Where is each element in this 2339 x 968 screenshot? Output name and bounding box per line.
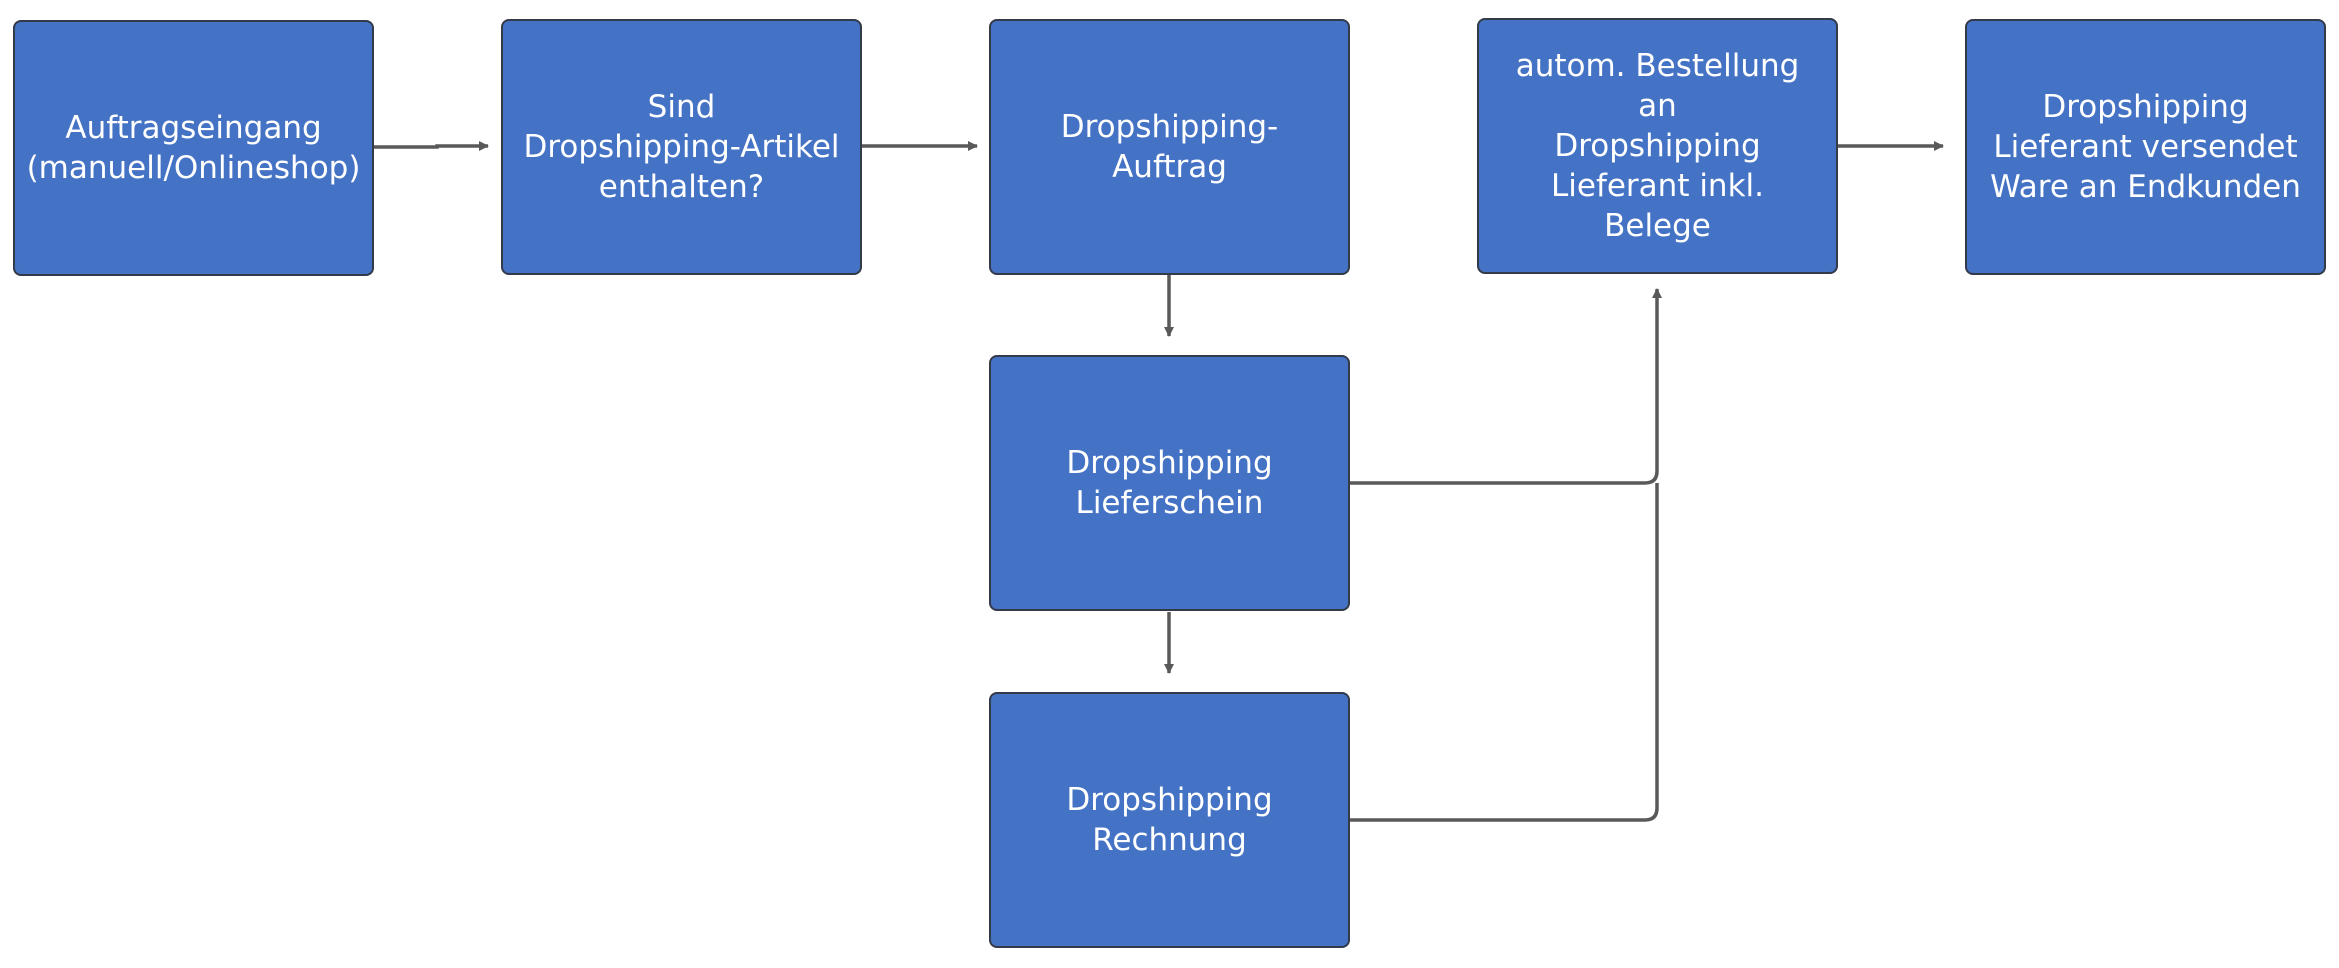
node-pruefung-dropshipping-artikel: Sind Dropshipping-Artikel enthalten? xyxy=(501,19,862,275)
node-dropshipping-rechnung: Dropshipping Rechnung xyxy=(989,692,1350,948)
node-auftragseingang-label: Auftragseingang (manuell/Onlineshop) xyxy=(26,110,361,186)
node-dropshipping-auftrag-label: Dropshipping-Auftrag xyxy=(1060,109,1279,185)
node-dropshipping-lieferschein-label: Dropshipping Lieferschein xyxy=(1066,445,1273,521)
connector-lieferschein-to-bestellung xyxy=(1350,288,1662,485)
connector-auftragseingang-to-pruefung xyxy=(374,141,489,151)
node-dropshipping-rechnung-label: Dropshipping Rechnung xyxy=(1066,782,1273,858)
node-lieferant-versendet: Dropshipping Lieferant versendet Ware an… xyxy=(1965,19,2326,275)
node-pruefung-label: Sind Dropshipping-Artikel enthalten? xyxy=(523,89,840,205)
node-dropshipping-auftrag: Dropshipping-Auftrag xyxy=(989,19,1350,275)
node-autom-bestellung: autom. Bestellung an Dropshipping Liefer… xyxy=(1477,18,1838,274)
connector-rechnung-to-bestellung xyxy=(1350,483,1659,822)
node-dropshipping-lieferschein: Dropshipping Lieferschein xyxy=(989,355,1350,611)
node-lieferant-versendet-label: Dropshipping Lieferant versendet Ware an… xyxy=(1990,89,2301,205)
node-auftragseingang: Auftragseingang (manuell/Onlineshop) xyxy=(13,20,374,276)
node-autom-bestellung-label: autom. Bestellung an Dropshipping Liefer… xyxy=(1515,48,1800,244)
